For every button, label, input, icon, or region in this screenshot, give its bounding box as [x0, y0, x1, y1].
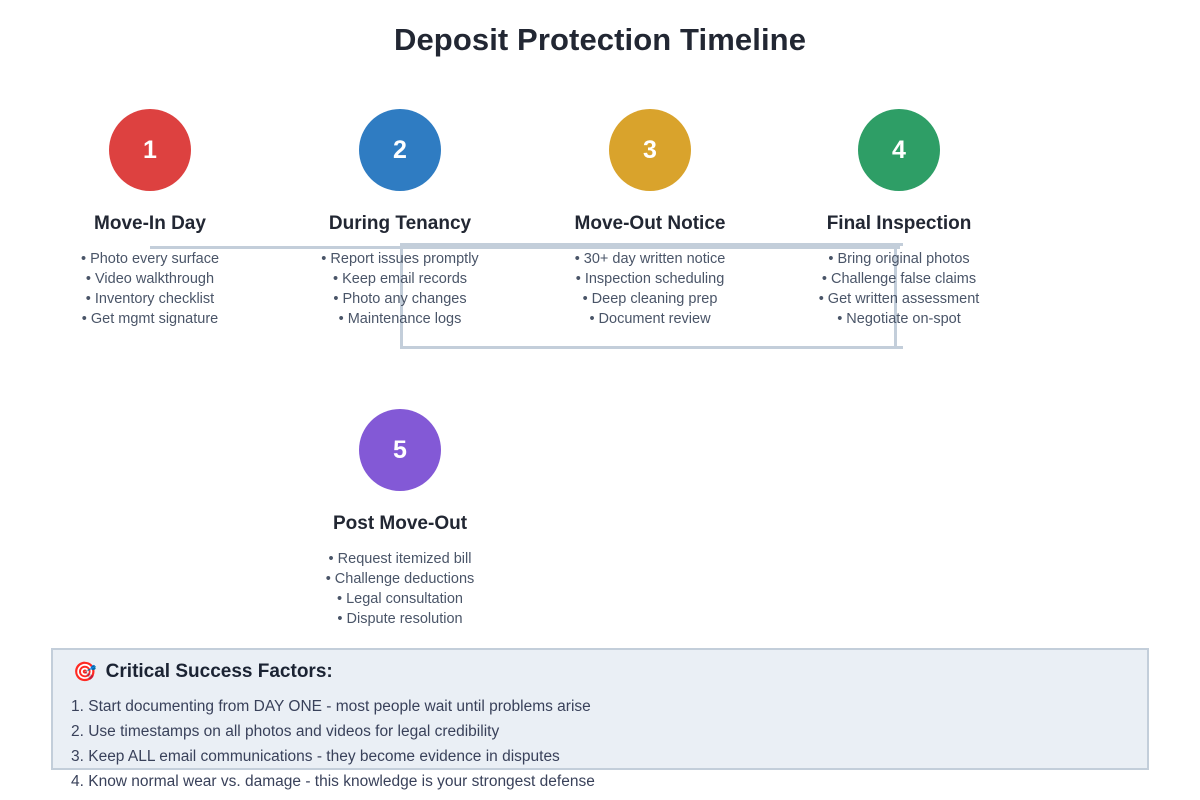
list-item: • Keep email records: [332, 271, 468, 287]
list-item: 3. Keep ALL email communications - they …: [71, 748, 560, 765]
list-item: • Document review: [589, 311, 711, 327]
timeline-step-5[interactable]: 5 Post Move-Out • Request itemized bill …: [275, 409, 525, 629]
timeline-step-2[interactable]: 2 During Tenancy • Report issues promptl…: [275, 109, 525, 329]
timeline-step-3[interactable]: 3 Move-Out Notice • 30+ day written noti…: [525, 109, 775, 329]
list-item: • Video walkthrough: [85, 271, 215, 287]
step-4-number-badge[interactable]: 4: [858, 109, 940, 191]
page-title: Deposit Protection Timeline: [393, 22, 807, 57]
step-1-label: Move-In Day: [94, 213, 206, 234]
list-item: • Get mgmt signature: [81, 311, 219, 327]
list-item: • Legal consultation: [337, 591, 463, 607]
timeline-connector-line-left: [150, 246, 400, 249]
step-5-label: Post Move-Out: [332, 513, 468, 534]
list-item: • Photo any changes: [333, 291, 467, 307]
list-item: • Deep cleaning prep: [582, 291, 718, 307]
step-2-item-list: • Report issues promptly • Keep email re…: [275, 249, 525, 329]
list-item: • Bring original photos: [828, 251, 970, 267]
step-2-number-badge[interactable]: 2: [359, 109, 441, 191]
stage-box-top-edge: [400, 243, 903, 246]
step-4-label: Final Inspection: [826, 213, 972, 234]
list-item: • Challenge deductions: [325, 571, 475, 587]
list-item: • Dispute resolution: [337, 611, 463, 627]
timeline-step-4[interactable]: 4 Final Inspection • Bring original phot…: [774, 109, 1024, 329]
list-item: • Report issues promptly: [321, 251, 479, 267]
step-5-item-list: • Request itemized bill • Challenge dedu…: [275, 549, 525, 629]
step-4-item-list: • Bring original photos • Challenge fals…: [774, 249, 1024, 329]
step-1-number-badge[interactable]: 1: [109, 109, 191, 191]
list-item: • 30+ day written notice: [574, 251, 726, 267]
critical-success-factors-panel: [51, 648, 1149, 770]
target-icon: 🎯: [73, 661, 97, 683]
critical-success-factors-heading: 🎯 Critical Success Factors:: [73, 661, 333, 683]
list-item: • Get written assessment: [818, 291, 980, 307]
step-2-label: During Tenancy: [328, 213, 472, 234]
list-item: 4. Know normal wear vs. damage - this kn…: [71, 773, 595, 790]
list-item: 2. Use timestamps on all photos and vide…: [71, 723, 500, 740]
critical-success-factors-title: Critical Success Factors:: [105, 661, 333, 682]
list-item: 1. Start documenting from DAY ONE - most…: [71, 698, 591, 715]
list-item: • Inspection scheduling: [575, 271, 725, 287]
step-3-number-badge[interactable]: 3: [609, 109, 691, 191]
stage-box-bottom-edge: [400, 346, 903, 349]
list-item: • Negotiate on-spot: [837, 311, 961, 327]
timeline-step-1[interactable]: 1 Move-In Day • Photo every surface • Vi…: [25, 109, 275, 329]
step-3-item-list: • 30+ day written notice • Inspection sc…: [525, 249, 775, 329]
list-item: • Inventory checklist: [85, 291, 215, 307]
list-item: • Maintenance logs: [338, 311, 462, 327]
step-5-number-badge[interactable]: 5: [359, 409, 441, 491]
timeline-connector-line-right: [400, 246, 900, 249]
step-1-item-list: • Photo every surface • Video walkthroug…: [25, 249, 275, 329]
list-item: • Request itemized bill: [328, 551, 472, 567]
timeline-stage-box: [400, 243, 903, 349]
list-item: • Challenge false claims: [821, 271, 977, 287]
critical-success-factors-list: 1. Start documenting from DAY ONE - most…: [71, 694, 1141, 794]
list-item: • Photo every surface: [80, 251, 220, 267]
step-3-label: Move-Out Notice: [574, 213, 726, 234]
